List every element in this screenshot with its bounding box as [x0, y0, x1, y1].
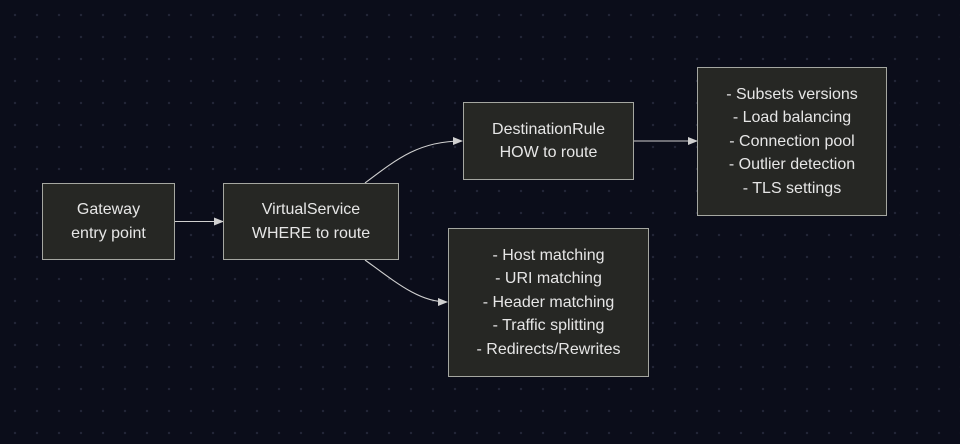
node-label: VirtualService	[261, 201, 361, 218]
node-label: DestinationRule	[492, 120, 605, 138]
feature-item: - Connection pool	[729, 132, 855, 150]
node-label: WHERE to route	[251, 224, 371, 242]
node-gateway: Gateway entry point	[42, 183, 175, 260]
feature-item: - Redirects/Rewrites	[476, 340, 621, 358]
edge-virtualservice-to-destinationrule	[364, 137, 463, 184]
feature-item: - Outlier detection	[728, 156, 856, 174]
feature-item: - Load balancing	[732, 109, 852, 127]
node-label: entry point	[71, 224, 146, 242]
feature-item: - Header matching	[482, 293, 615, 311]
node-virtualservice-features: - Host matching - URI matching - Header …	[448, 228, 649, 377]
edge-virtualservice-to-vs-features	[364, 259, 448, 306]
node-label: Gateway	[76, 201, 141, 218]
node-virtualservice: VirtualService WHERE to route	[223, 183, 399, 260]
feature-item: - URI matching	[495, 270, 602, 288]
feature-item: - Traffic splitting	[492, 317, 605, 335]
node-label: HOW to route	[499, 144, 598, 161]
feature-item: - Subsets versions	[726, 85, 858, 103]
node-destinationrule: DestinationRule HOW to route	[463, 102, 634, 180]
feature-item: - TLS settings	[742, 179, 842, 197]
feature-item: - Host matching	[492, 246, 605, 264]
node-destinationrule-features: - Subsets versions - Load balancing - Co…	[697, 67, 887, 216]
